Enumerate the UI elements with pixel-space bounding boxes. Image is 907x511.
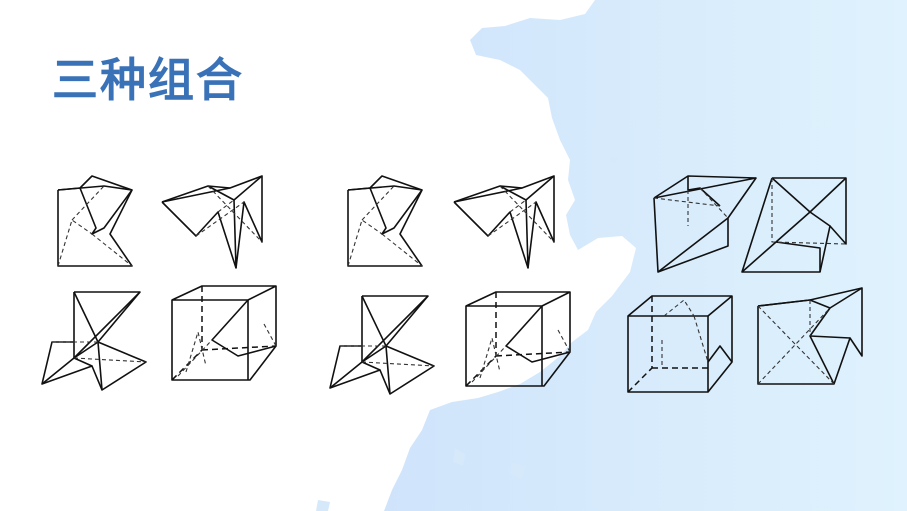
cube-figure bbox=[754, 286, 866, 394]
cube-figure bbox=[158, 172, 268, 276]
page-title: 三种组合 bbox=[52, 53, 244, 107]
cube-figure bbox=[450, 172, 560, 276]
cube-figure bbox=[340, 172, 426, 276]
cube-figure bbox=[740, 176, 850, 280]
cube-figure bbox=[168, 284, 280, 388]
cube-figure bbox=[624, 292, 736, 400]
cube-figure bbox=[50, 172, 136, 276]
cube-figure bbox=[40, 288, 150, 392]
cube-figure bbox=[328, 292, 438, 396]
cube-figure bbox=[462, 290, 574, 394]
cube-figure bbox=[650, 172, 760, 280]
